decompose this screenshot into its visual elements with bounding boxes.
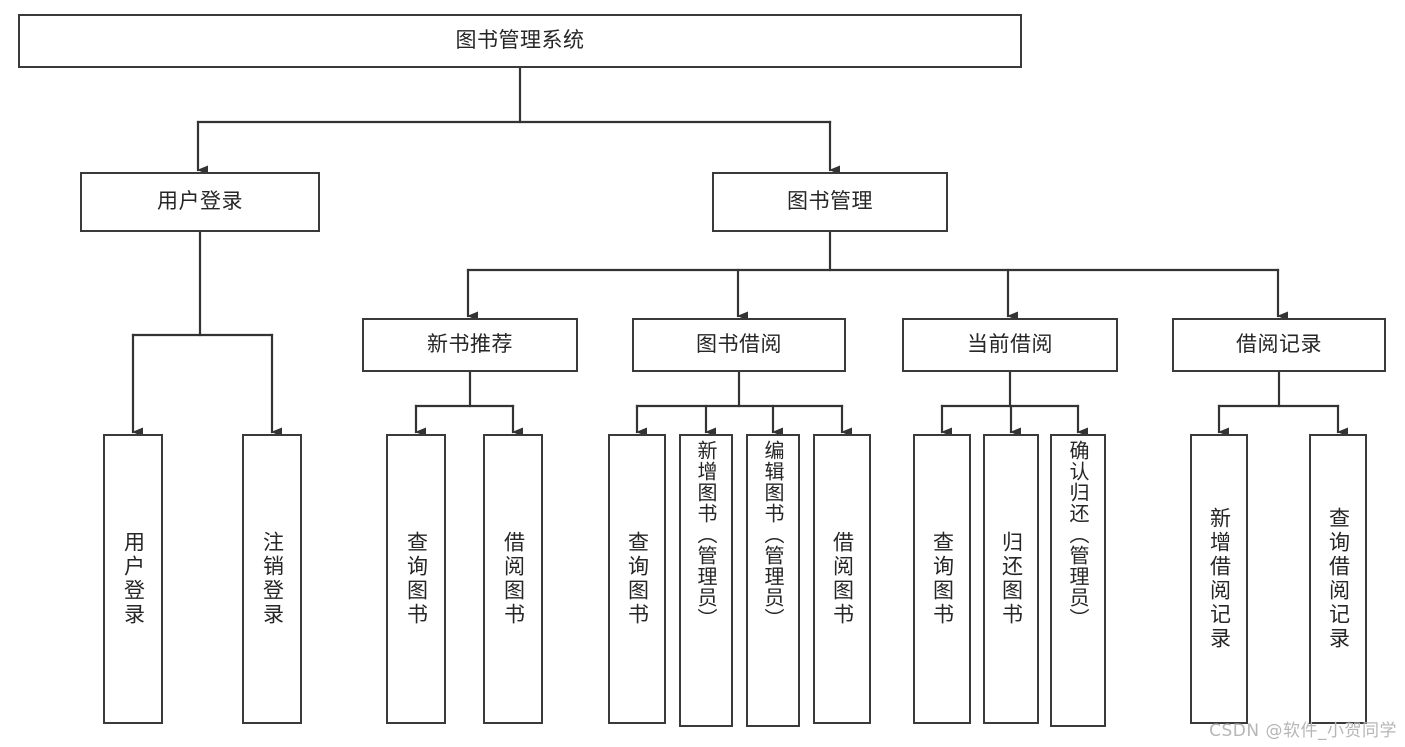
node-label: 查询图书 [625,531,650,627]
node-leaf-leaf-query-book-2[interactable]: 查询图书 [608,434,666,724]
node-label: 图书管理 [787,189,873,214]
node-label: 编辑图书（管理员） [761,440,785,629]
node-label: 借阅图书 [830,531,855,627]
node-label: 借阅记录 [1236,332,1322,357]
node-label: 归还图书 [999,531,1024,627]
node-level2-new-book-rec[interactable]: 新书推荐 [362,318,578,372]
node-leaf-leaf-borrow-book-1[interactable]: 借阅图书 [483,434,543,724]
node-label: 用户登录 [121,531,146,627]
node-leaf-leaf-query-record[interactable]: 查询借阅记录 [1309,434,1367,724]
node-level2-book-borrow[interactable]: 图书借阅 [632,318,846,372]
node-leaf-leaf-query-book-3[interactable]: 查询图书 [913,434,971,724]
node-leaf-leaf-user-login[interactable]: 用户登录 [103,434,163,724]
node-root-root[interactable]: 图书管理系统 [18,14,1022,68]
node-level1-user-login[interactable]: 用户登录 [80,172,320,232]
node-level2-borrow-record[interactable]: 借阅记录 [1172,318,1386,372]
connector-lines [131,66,1348,437]
node-label: 借阅图书 [501,531,526,627]
node-label: 图书管理系统 [455,28,585,53]
node-label: 当前借阅 [967,332,1053,357]
node-label: 确认归还（管理员） [1066,440,1090,629]
node-leaf-leaf-confirm-return[interactable]: 确认归还（管理员） [1050,434,1106,727]
node-leaf-leaf-edit-book[interactable]: 编辑图书（管理员） [746,434,800,727]
node-label: 图书借阅 [696,332,782,357]
node-label: 查询图书 [404,531,429,627]
node-level2-current-borrow[interactable]: 当前借阅 [902,318,1118,372]
node-label: 查询借阅记录 [1326,507,1351,651]
node-leaf-leaf-borrow-book-2[interactable]: 借阅图书 [813,434,871,724]
node-leaf-leaf-logout[interactable]: 注销登录 [242,434,302,724]
node-label: 查询图书 [930,531,955,627]
node-label: 用户登录 [157,189,243,214]
node-leaf-leaf-return-book[interactable]: 归还图书 [983,434,1039,724]
node-leaf-leaf-add-book[interactable]: 新增图书（管理员） [679,434,733,727]
node-label: 新增借阅记录 [1207,507,1232,651]
node-label: 注销登录 [260,531,285,627]
watermark-text: CSDN @软件_小贺同学 [1209,721,1397,741]
node-label: 新增图书（管理员） [694,440,718,629]
node-level1-book-manage[interactable]: 图书管理 [712,172,948,232]
node-leaf-leaf-add-record[interactable]: 新增借阅记录 [1190,434,1248,724]
node-leaf-leaf-query-book-1[interactable]: 查询图书 [386,434,446,724]
node-label: 新书推荐 [427,332,513,357]
